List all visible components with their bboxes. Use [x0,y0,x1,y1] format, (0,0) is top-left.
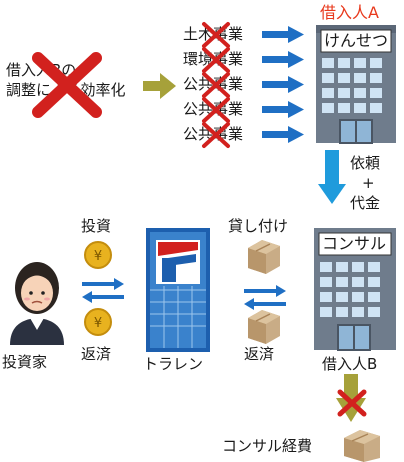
toraren-label: トラレン [143,355,204,373]
invest-label: 投資 [81,217,112,235]
yen-coin-icon: ¥ ¥ [84,241,112,336]
lending-label: 貸し付け [228,217,289,235]
borrower-a-building [316,25,396,144]
svg-text:¥: ¥ [94,316,102,331]
request-line1: 依頼 [350,154,381,172]
borrower-b-label: 借入人B [322,355,378,373]
toraren-building [146,228,210,352]
investor-label: 投資家 [2,353,48,371]
project-cross-marks [202,22,230,148]
right-exchange-arrows [244,285,286,310]
project-arrows [262,26,304,143]
borrower-b-sign: コンサル [322,234,387,253]
arrow-down-icon [318,150,346,204]
arrow-right-icon [143,73,176,99]
cardboard-box-icon [248,240,380,462]
borrower-a-label: 借入人A [320,3,379,22]
investor-avatar [10,262,64,345]
cross-mark-icon [32,52,102,118]
svg-text:¥: ¥ [94,249,102,264]
consulting-cost-label: コンサル経費 [222,437,313,455]
borrower-a-sign: けんせつ [324,31,389,50]
borrower-b-building [314,228,396,351]
request-line2: + [362,174,375,192]
request-line3: 代金 [350,194,381,212]
repay-label-right: 返済 [244,345,275,363]
repay-label-left: 返済 [81,345,112,363]
consulting-cost-arrow [336,374,367,422]
left-exchange-arrows [82,278,124,303]
